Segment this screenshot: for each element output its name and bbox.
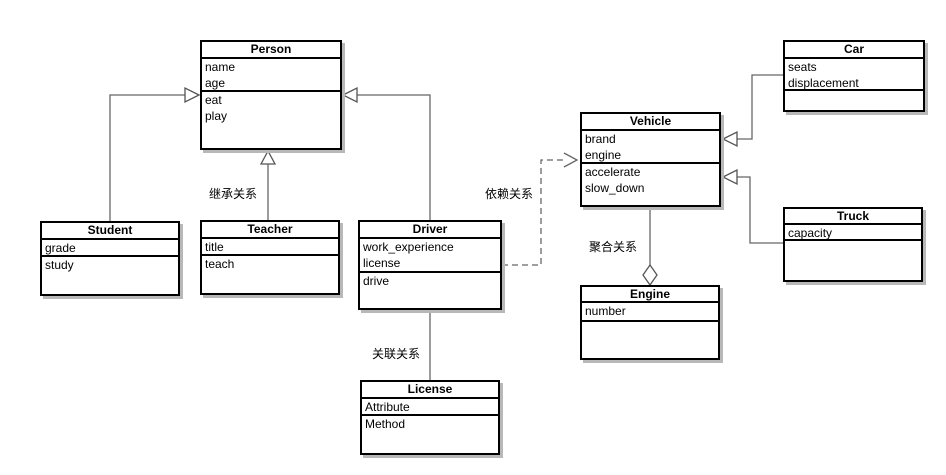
- attribute: age: [205, 76, 226, 90]
- attribute: seats: [788, 60, 817, 74]
- association-relationship-label: 关联关系: [372, 345, 421, 362]
- class-car-methods: [785, 91, 923, 110]
- edge-student-person-inheritance: [109, 86, 201, 221]
- edge-driver-person-inheritance: [341, 86, 431, 220]
- attribute: brand: [585, 132, 616, 146]
- class-driver-methods: drive: [360, 273, 500, 308]
- attribute: capacity: [788, 226, 833, 240]
- class-truck-title: Truck: [785, 209, 921, 225]
- class-teacher[interactable]: Teacher title teach: [200, 220, 340, 295]
- class-truck-methods: [785, 241, 921, 280]
- attribute: number: [585, 304, 626, 318]
- class-engine[interactable]: Engine number: [580, 285, 720, 360]
- attribute: license: [363, 256, 401, 270]
- class-person-title: Person: [202, 42, 340, 59]
- method: play: [205, 109, 228, 123]
- edge-car-vehicle-inheritance: [721, 74, 783, 148]
- class-engine-attributes: number: [582, 303, 718, 322]
- dependency-relationship-label: 依赖关系: [485, 185, 534, 202]
- class-vehicle-attributes: brand engine: [582, 131, 719, 164]
- method: eat: [205, 93, 222, 107]
- class-person-attributes: name age: [202, 59, 340, 92]
- edge-truck-vehicle-inheritance: [721, 168, 783, 244]
- class-driver-attributes: work_experience license: [360, 239, 500, 273]
- method: slow_down: [585, 181, 645, 195]
- class-person-methods: eat play: [202, 92, 340, 148]
- class-truck-attributes: capacity: [785, 225, 921, 241]
- class-vehicle[interactable]: Vehicle brand engine accelerate slow_dow…: [580, 112, 721, 207]
- attribute: grade: [45, 241, 76, 255]
- class-student-methods: study: [42, 257, 178, 294]
- class-truck[interactable]: Truck capacity: [783, 207, 923, 282]
- class-driver[interactable]: Driver work_experience license drive: [358, 220, 502, 310]
- method: study: [45, 258, 74, 272]
- class-license[interactable]: License Attribute Method: [360, 380, 500, 455]
- attribute: name: [205, 60, 236, 74]
- class-car-title: Car: [785, 42, 923, 59]
- attribute: displacement: [788, 76, 859, 90]
- class-teacher-title: Teacher: [202, 222, 338, 239]
- inheritance-relationship-label: 继承关系: [209, 185, 258, 202]
- class-teacher-methods: teach: [202, 256, 338, 293]
- edge-vehicle-engine-aggregation: [642, 207, 658, 287]
- class-car[interactable]: Car seats displacement: [783, 40, 925, 112]
- aggregation-relationship-label: 聚合关系: [589, 238, 638, 255]
- class-student-attributes: grade: [42, 240, 178, 257]
- class-car-attributes: seats displacement: [785, 59, 923, 91]
- class-engine-title: Engine: [582, 287, 718, 303]
- class-person[interactable]: Person name age eat play: [200, 40, 342, 150]
- method: accelerate: [585, 165, 641, 179]
- class-license-methods: Method: [362, 416, 498, 453]
- attribute: work_experience: [363, 240, 454, 254]
- class-student-title: Student: [42, 223, 178, 240]
- class-license-title: License: [362, 382, 498, 399]
- class-teacher-attributes: title: [202, 239, 338, 256]
- class-vehicle-title: Vehicle: [582, 114, 719, 131]
- method: Method: [365, 417, 406, 431]
- class-student[interactable]: Student grade study: [40, 221, 180, 296]
- edge-teacher-person-inheritance: [259, 149, 277, 220]
- method: teach: [205, 257, 235, 271]
- attribute: engine: [585, 148, 622, 162]
- class-license-attributes: Attribute: [362, 399, 498, 416]
- class-vehicle-methods: accelerate slow_down: [582, 164, 719, 205]
- class-engine-methods: [582, 322, 718, 358]
- class-driver-title: Driver: [360, 222, 500, 239]
- attribute: Attribute: [365, 400, 410, 414]
- method: drive: [363, 274, 390, 288]
- edge-driver-vehicle-dependency: [502, 152, 579, 266]
- attribute: title: [205, 240, 224, 254]
